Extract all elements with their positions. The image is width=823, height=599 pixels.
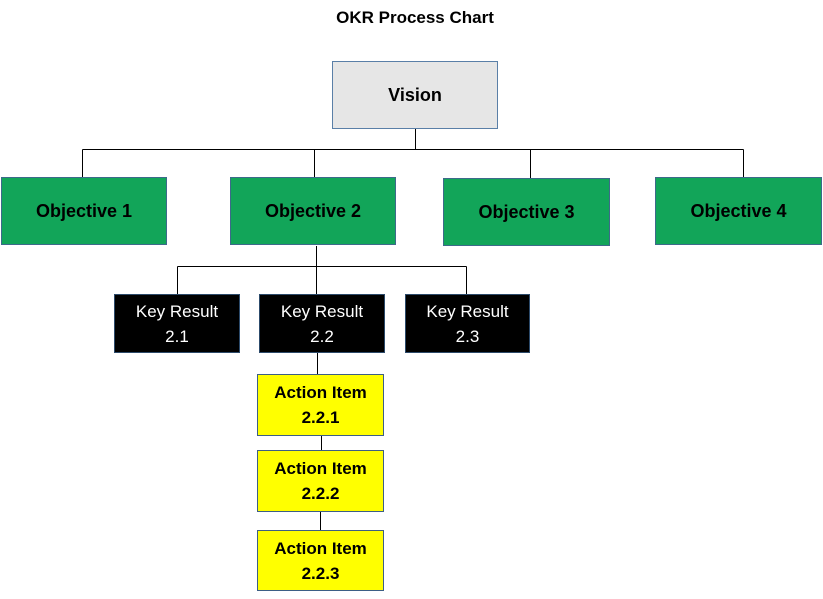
objective-label: Objective 1 xyxy=(35,200,133,221)
action-item-title: Action Item xyxy=(274,459,367,478)
action-item-number: 2.2.1 xyxy=(301,408,340,427)
vision-box: Vision xyxy=(332,61,498,129)
key-result-number: 2.2 xyxy=(310,326,334,346)
objective-4-box: Objective 4 xyxy=(655,177,822,245)
key-result-title: Key Result xyxy=(280,301,364,321)
action-item-2-2-3-box: Action Item 2.2.3 xyxy=(257,530,384,591)
action-item-2-2-1-box: Action Item 2.2.1 xyxy=(257,374,384,436)
action-item-title: Action Item xyxy=(274,538,367,558)
key-result-title: Key Result xyxy=(426,301,509,321)
objective-label: Objective 3 xyxy=(478,201,575,222)
objective-1-box: Objective 1 xyxy=(1,177,167,245)
objective-2-box: Objective 2 xyxy=(230,177,396,245)
key-result-title: Key Result xyxy=(135,301,219,321)
objective-label: Objective 2 xyxy=(264,200,362,221)
vision-label: Vision xyxy=(388,84,442,105)
action-item-title: Action Item xyxy=(274,383,367,402)
key-result-2-3-box: Key Result 2.3 xyxy=(405,294,530,353)
action-item-2-2-2-box: Action Item 2.2.2 xyxy=(257,450,384,512)
chart-title: OKR Process Chart xyxy=(336,8,494,27)
objective-label: Objective 4 xyxy=(690,200,787,221)
key-result-2-1-box: Key Result 2.1 xyxy=(114,294,240,353)
action-item-number: 2.2.3 xyxy=(301,563,340,583)
key-result-number: 2.1 xyxy=(165,326,189,346)
action-item-number: 2.2.2 xyxy=(301,484,340,503)
key-result-number: 2.3 xyxy=(455,326,480,346)
objective-3-box: Objective 3 xyxy=(443,178,610,246)
key-result-2-2-box: Key Result 2.2 xyxy=(259,294,385,353)
